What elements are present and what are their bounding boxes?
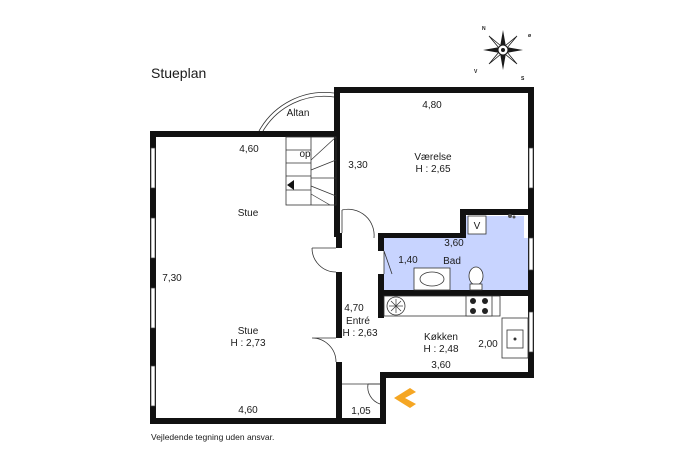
dim-bad-side: 1,40 <box>398 255 418 266</box>
staircase <box>285 136 337 206</box>
compass-rose-icon <box>483 30 523 70</box>
height-entre: H : 2,63 <box>342 328 377 339</box>
vent-label: V <box>474 221 481 232</box>
room-name-entre: Entré <box>346 316 370 327</box>
windows-right <box>528 147 534 353</box>
compass-o: ø <box>528 33 532 39</box>
room-name-stue-lower: Stue <box>238 326 259 337</box>
balcony <box>258 92 335 132</box>
dim-stue-bottom: 4,60 <box>238 405 258 416</box>
dim-entre-bottom: 1,05 <box>351 406 371 417</box>
room-name-stue-upper: Stue <box>238 208 259 219</box>
dim-kokken-side: 2,00 <box>478 339 498 350</box>
doors <box>311 208 393 405</box>
height-kokken: H : 2,48 <box>423 344 458 355</box>
dim-bad-width: 3,60 <box>444 238 464 249</box>
walls <box>150 87 534 424</box>
room-name-vaerelse: Værelse <box>414 152 452 163</box>
room-name-altan: Altan <box>287 108 310 119</box>
entrance-arrow-icon <box>394 388 416 408</box>
bathroom-area <box>384 238 529 292</box>
stair-label: op <box>299 149 311 160</box>
room-name-bad: Bad <box>443 256 461 267</box>
dim-entre: 4,70 <box>344 303 364 314</box>
dim-stue-top: 4,60 <box>239 144 259 155</box>
height-stue: H : 2,73 <box>230 338 265 349</box>
dim-kokken-width: 3,60 <box>431 360 451 371</box>
kitchen-fixtures <box>383 295 529 359</box>
page-title: Stueplan <box>151 65 206 81</box>
sink-fixture <box>508 214 516 219</box>
bathroom-fixtures <box>413 214 516 291</box>
room-name-kokken: Køkken <box>424 332 458 343</box>
dim-vaerelse-width: 4,80 <box>422 100 442 111</box>
disclaimer: Vejledende tegning uden ansvar. <box>151 432 274 442</box>
windows-left <box>150 147 156 407</box>
stair-arrow-icon <box>287 180 294 190</box>
compass-n: N <box>482 26 486 32</box>
height-vaerelse: H : 2,65 <box>415 164 450 175</box>
dim-vaerelse-depth: 3,30 <box>348 160 368 171</box>
compass-s: S <box>521 76 525 82</box>
dim-stue-side: 7,30 <box>162 273 182 284</box>
compass-v: V <box>474 69 478 75</box>
